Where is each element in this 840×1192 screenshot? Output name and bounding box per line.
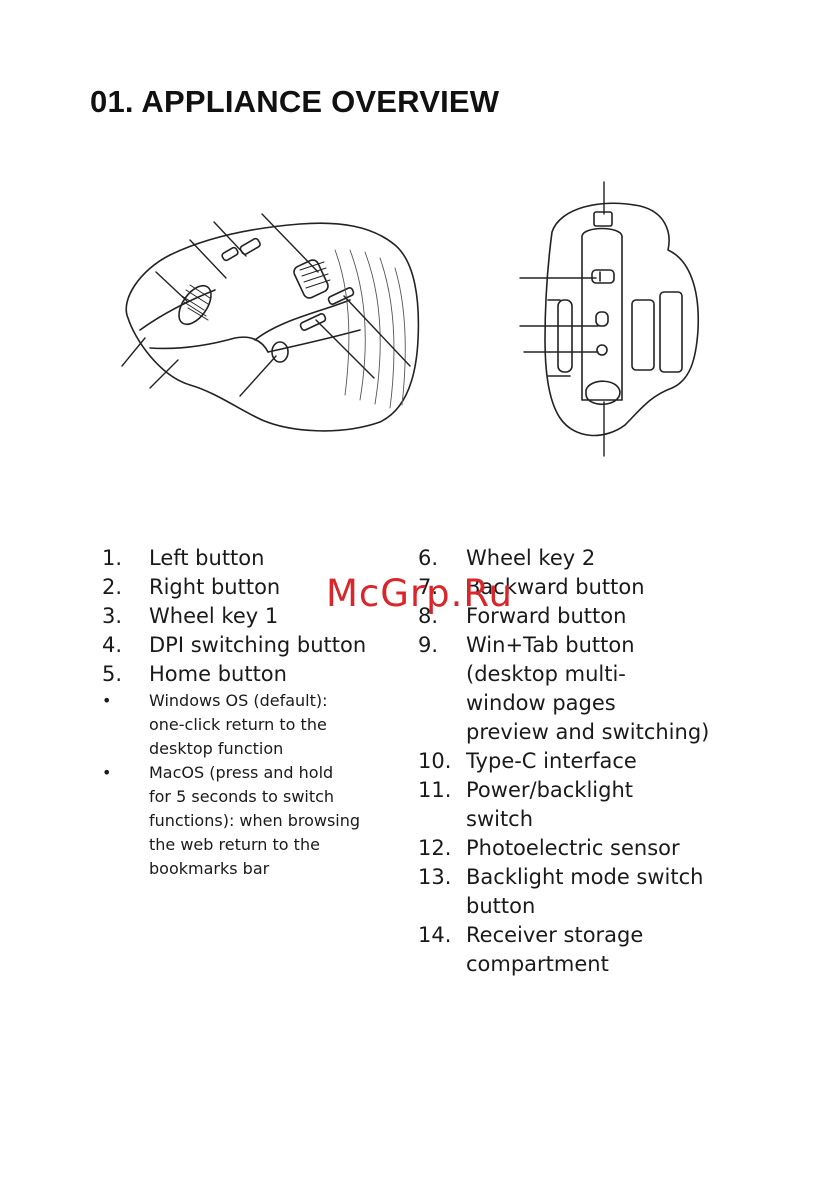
list-item: 14. Receiver storage compartment: [418, 921, 728, 979]
item-label: Left button: [149, 546, 265, 570]
item-number: 11.: [418, 778, 452, 802]
item-line: Type-C interface: [466, 749, 637, 773]
item-number: 3.: [102, 604, 123, 628]
item-line: compartment: [466, 952, 609, 976]
item-label: DPI switching button: [149, 633, 367, 657]
item-label: Wheel key 1: [149, 604, 279, 628]
bullet-dot: •: [102, 691, 112, 710]
list-item: 11. Power/backlight switch: [418, 776, 728, 834]
item-number: 2.: [102, 575, 123, 599]
mouse-top-view-illustration: [121, 213, 420, 432]
bullet-item: • MacOS (press and hold for 5 seconds to…: [102, 761, 402, 881]
item-label: Home button: [149, 662, 287, 686]
bullet-line: functions): when browsing: [149, 811, 361, 830]
feature-list-right: 6. Wheel key 2 7. Backward button 8. Forwar…: [418, 544, 728, 979]
list-item: 9. Win+Tab button (desktop multi- window…: [418, 631, 728, 747]
item-label: Right button: [149, 575, 281, 599]
item-number: 4.: [102, 633, 123, 657]
list-item: 6. Wheel key 2: [418, 544, 728, 573]
bullet-line: MacOS (press and hold: [149, 763, 334, 782]
item-number: 7.: [418, 575, 439, 599]
list-item: 12. Photoelectric sensor: [418, 834, 728, 863]
item-label: Backlight mode switch button: [418, 863, 728, 921]
item-line: Backward button: [466, 575, 645, 599]
list-item: 7. Backward button: [418, 573, 728, 602]
item-number: 9.: [418, 633, 439, 657]
bullet-line: one-click return to the: [149, 715, 327, 734]
item-line: Forward button: [466, 604, 627, 628]
item-number: 14.: [418, 923, 452, 947]
item-number: 1.: [102, 546, 123, 570]
bullet-text: Windows OS (default): one-click return t…: [102, 689, 402, 761]
bullet-line: bookmarks bar: [149, 859, 270, 878]
item-label: Win+Tab button (desktop multi- window pa…: [418, 631, 728, 747]
item-line: window pages: [466, 691, 616, 715]
item-line: Backlight mode switch: [466, 865, 704, 889]
item-line: (desktop multi-: [466, 662, 626, 686]
item-number: 13.: [418, 865, 452, 889]
item-line: preview and switching): [466, 720, 710, 744]
item-line: Win+Tab button: [466, 633, 635, 657]
item-label: Type-C interface: [418, 747, 728, 776]
page-title: 01. APPLIANCE OVERVIEW: [90, 84, 500, 119]
item-line: Receiver storage: [466, 923, 644, 947]
list-item: 5. Home button: [102, 660, 402, 689]
item-line: button: [466, 894, 536, 918]
item-line: Photoelectric sensor: [466, 836, 680, 860]
item-label: Receiver storage compartment: [418, 921, 728, 979]
list-item: 8. Forward button: [418, 602, 728, 631]
watermark: McGrp.Ru: [326, 572, 513, 615]
item-label: Forward button: [418, 602, 728, 631]
item-number: 8.: [418, 604, 439, 628]
bullet-line: desktop function: [149, 739, 284, 758]
item-label: Backward button: [418, 573, 728, 602]
item-label: Photoelectric sensor: [418, 834, 728, 863]
item-label: Wheel key 2: [418, 544, 728, 573]
item-number: 12.: [418, 836, 452, 860]
list-item: 4. DPI switching button: [102, 631, 402, 660]
bullet-line: for 5 seconds to switch: [149, 787, 335, 806]
bullet-line: the web return to the: [149, 835, 320, 854]
mouse-bottom-view-illustration: [519, 181, 700, 457]
item-number: 10.: [418, 749, 452, 773]
item-line: switch: [466, 807, 534, 831]
item-label: Power/backlight switch: [418, 776, 728, 834]
list-item: 2. Right button: [102, 573, 402, 602]
bullet-text: MacOS (press and hold for 5 seconds to s…: [102, 761, 402, 881]
list-item: 13. Backlight mode switch button: [418, 863, 728, 921]
bullet-dot: •: [102, 763, 112, 782]
item-line: Power/backlight: [466, 778, 634, 802]
item-number: 6.: [418, 546, 439, 570]
list-item: 1. Left button: [102, 544, 402, 573]
list-item: 3. Wheel key 1: [102, 602, 402, 631]
feature-list-left: 1. Left button 2. Right button 3. Wheel key…: [102, 544, 402, 881]
item-number: 5.: [102, 662, 123, 686]
list-item: 10. Type-C interface: [418, 747, 728, 776]
item-line: Wheel key 2: [466, 546, 596, 570]
bullet-line: Windows OS (default):: [149, 691, 328, 710]
bullet-item: • Windows OS (default): one-click return…: [102, 689, 402, 761]
